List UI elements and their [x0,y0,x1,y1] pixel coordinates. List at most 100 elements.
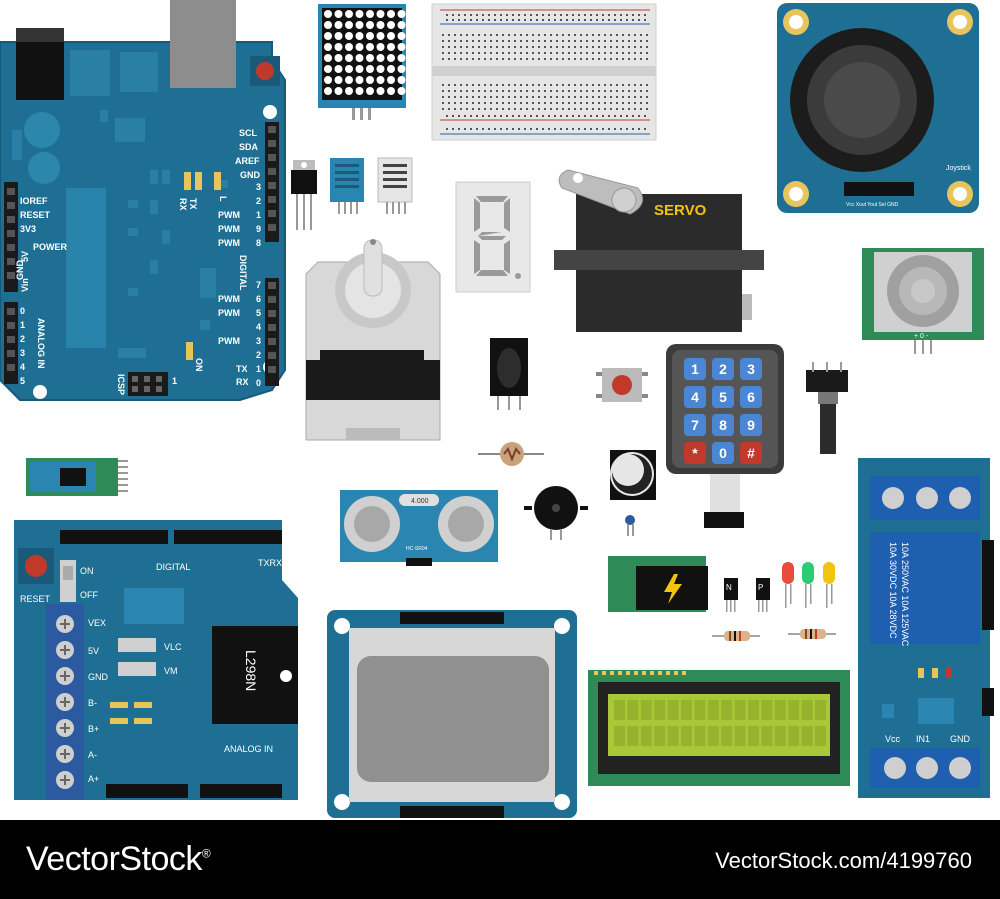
ir-receiver [490,338,528,410]
svg-text:9: 9 [256,224,261,234]
svg-text:1: 1 [256,364,261,374]
led-yellow [823,562,835,608]
tx-label: TX [188,198,198,210]
vin-label: Vin [20,278,30,292]
shield-aplus-label: A+ [88,774,99,784]
shield-vlc-label: VLC [164,642,182,652]
capacitor [625,515,635,536]
pwm-label-1: PWM [218,210,240,220]
svg-text:1: 1 [20,320,25,330]
svg-text:0: 0 [256,378,261,388]
joystick-module: Joystick Vcc Xout Yout Sel GND [777,3,979,213]
icsp-pin-one-label: 1 [172,376,177,386]
gnd-label: GND [240,170,261,180]
pnp-label: P [758,583,763,592]
nokia-lcd-module [327,610,577,818]
stepper-motor [305,239,441,441]
svg-text:4: 4 [20,362,25,372]
relay-in1-label: IN1 [916,734,930,744]
joystick-label: Joystick [946,165,971,172]
tx2-label: TX [236,364,248,374]
svg-text:3: 3 [256,336,261,346]
shield-vex-label: VEX [88,618,106,628]
relay-spec-1: 10A 250VAC 10A 125VAC [900,542,910,647]
keypad-key: 9 [740,414,762,436]
dht11-sensor [330,158,364,214]
shield-on-label: ON [80,566,94,576]
led-green [802,562,814,608]
shield-off-label: OFF [80,590,98,600]
sda-label: SDA [239,142,259,152]
svg-text:7: 7 [691,417,699,433]
svg-text:1: 1 [691,361,699,377]
l-label: L [218,196,228,202]
svg-text:3: 3 [256,182,261,192]
digital-pin-numbers: 3 2 1 9 8 7 6 5 4 3 2 1 0 [256,182,261,388]
aref-label: AREF [235,156,260,166]
svg-text:8: 8 [719,417,727,433]
character-lcd-module [588,670,850,786]
stock-id: VectorStock.com/4199760 [715,848,972,873]
shield-analog-in-label: ANALOG IN [224,744,273,754]
gnd2-label: GND [15,260,25,281]
pwm-label-6: PWM [218,336,240,346]
svg-text:4: 4 [256,322,261,332]
on-label: ON [194,358,204,372]
shield-vm-label: VM [164,666,178,676]
joystick-pin-labels: Vcc Xout Yout Sel GND [846,202,899,208]
scl-label: SCL [239,128,258,138]
shield-aminus-label: A- [88,750,97,760]
3v3-label: 3V3 [20,224,36,234]
keypad-key: 0 [712,442,734,464]
keypad-key: # [740,442,762,464]
ultrasonic-model-label: HC-SR04 [406,546,428,552]
arduino-board: SCL SDA AREF GND IOREF RESET 3V3 POWER 5… [0,0,286,401]
reset-button [256,62,274,80]
transistor-npn: N [724,578,738,612]
svg-text:5: 5 [719,389,727,405]
reset-label: RESET [20,210,51,220]
keypad-key: 8 [712,414,734,436]
svg-text:*: * [692,445,698,461]
5v-label: 5V [20,251,30,262]
svg-text:5: 5 [20,376,25,386]
pir-sensor: + 0 - [862,248,984,354]
shield-gnd-label: GND [88,672,109,682]
keypad-key: 3 [740,358,762,380]
servo-label: SERVO [654,202,707,219]
keypad-key: 4 [684,386,706,408]
svg-text:2: 2 [719,361,727,377]
resistor-2 [788,629,836,639]
shield-5v-label: 5V [88,646,99,656]
vectorstock-logo: VectorStock® [26,840,211,878]
svg-text:2: 2 [256,350,261,360]
resistor-1 [712,631,760,641]
shield-reset-label: RESET [20,594,51,604]
svg-text:8: 8 [256,238,261,248]
analog-in-label: ANALOG IN [36,318,46,369]
motor-driver-shield: RESET ON OFF DIGITAL TXRX VEX 5V GND B- … [14,520,298,800]
watermark-footer: VectorStock® VectorStock.com/4199760 [0,820,1000,899]
keypad-key: 2 [712,358,734,380]
pir-pin-labels: + 0 - [914,333,929,340]
svg-text:0: 0 [20,306,25,316]
analog-pin-numbers: 0 1 2 3 4 5 [20,306,25,386]
svg-text:6: 6 [747,389,755,405]
seven-segment-display [455,181,531,293]
pwm-label-3: PWM [218,238,240,248]
keypad-key: 1 [684,358,706,380]
led-matrix [318,4,406,120]
svg-text:2: 2 [20,334,25,344]
shield-txrx-label: TXRX [258,558,282,568]
digital-label: DIGITAL [238,255,248,291]
atmega-chip [66,188,106,348]
crystal-label: 4.000 [411,498,429,505]
pwm-label-5: PWM [218,308,240,318]
transistor-pnp: P [756,578,770,612]
svg-text:7: 7 [256,280,261,290]
svg-text:4: 4 [691,389,699,405]
active-buzzer [610,450,656,500]
shield-bplus-label: B+ [88,724,99,734]
relay-vcc-label: Vcc [885,734,901,744]
